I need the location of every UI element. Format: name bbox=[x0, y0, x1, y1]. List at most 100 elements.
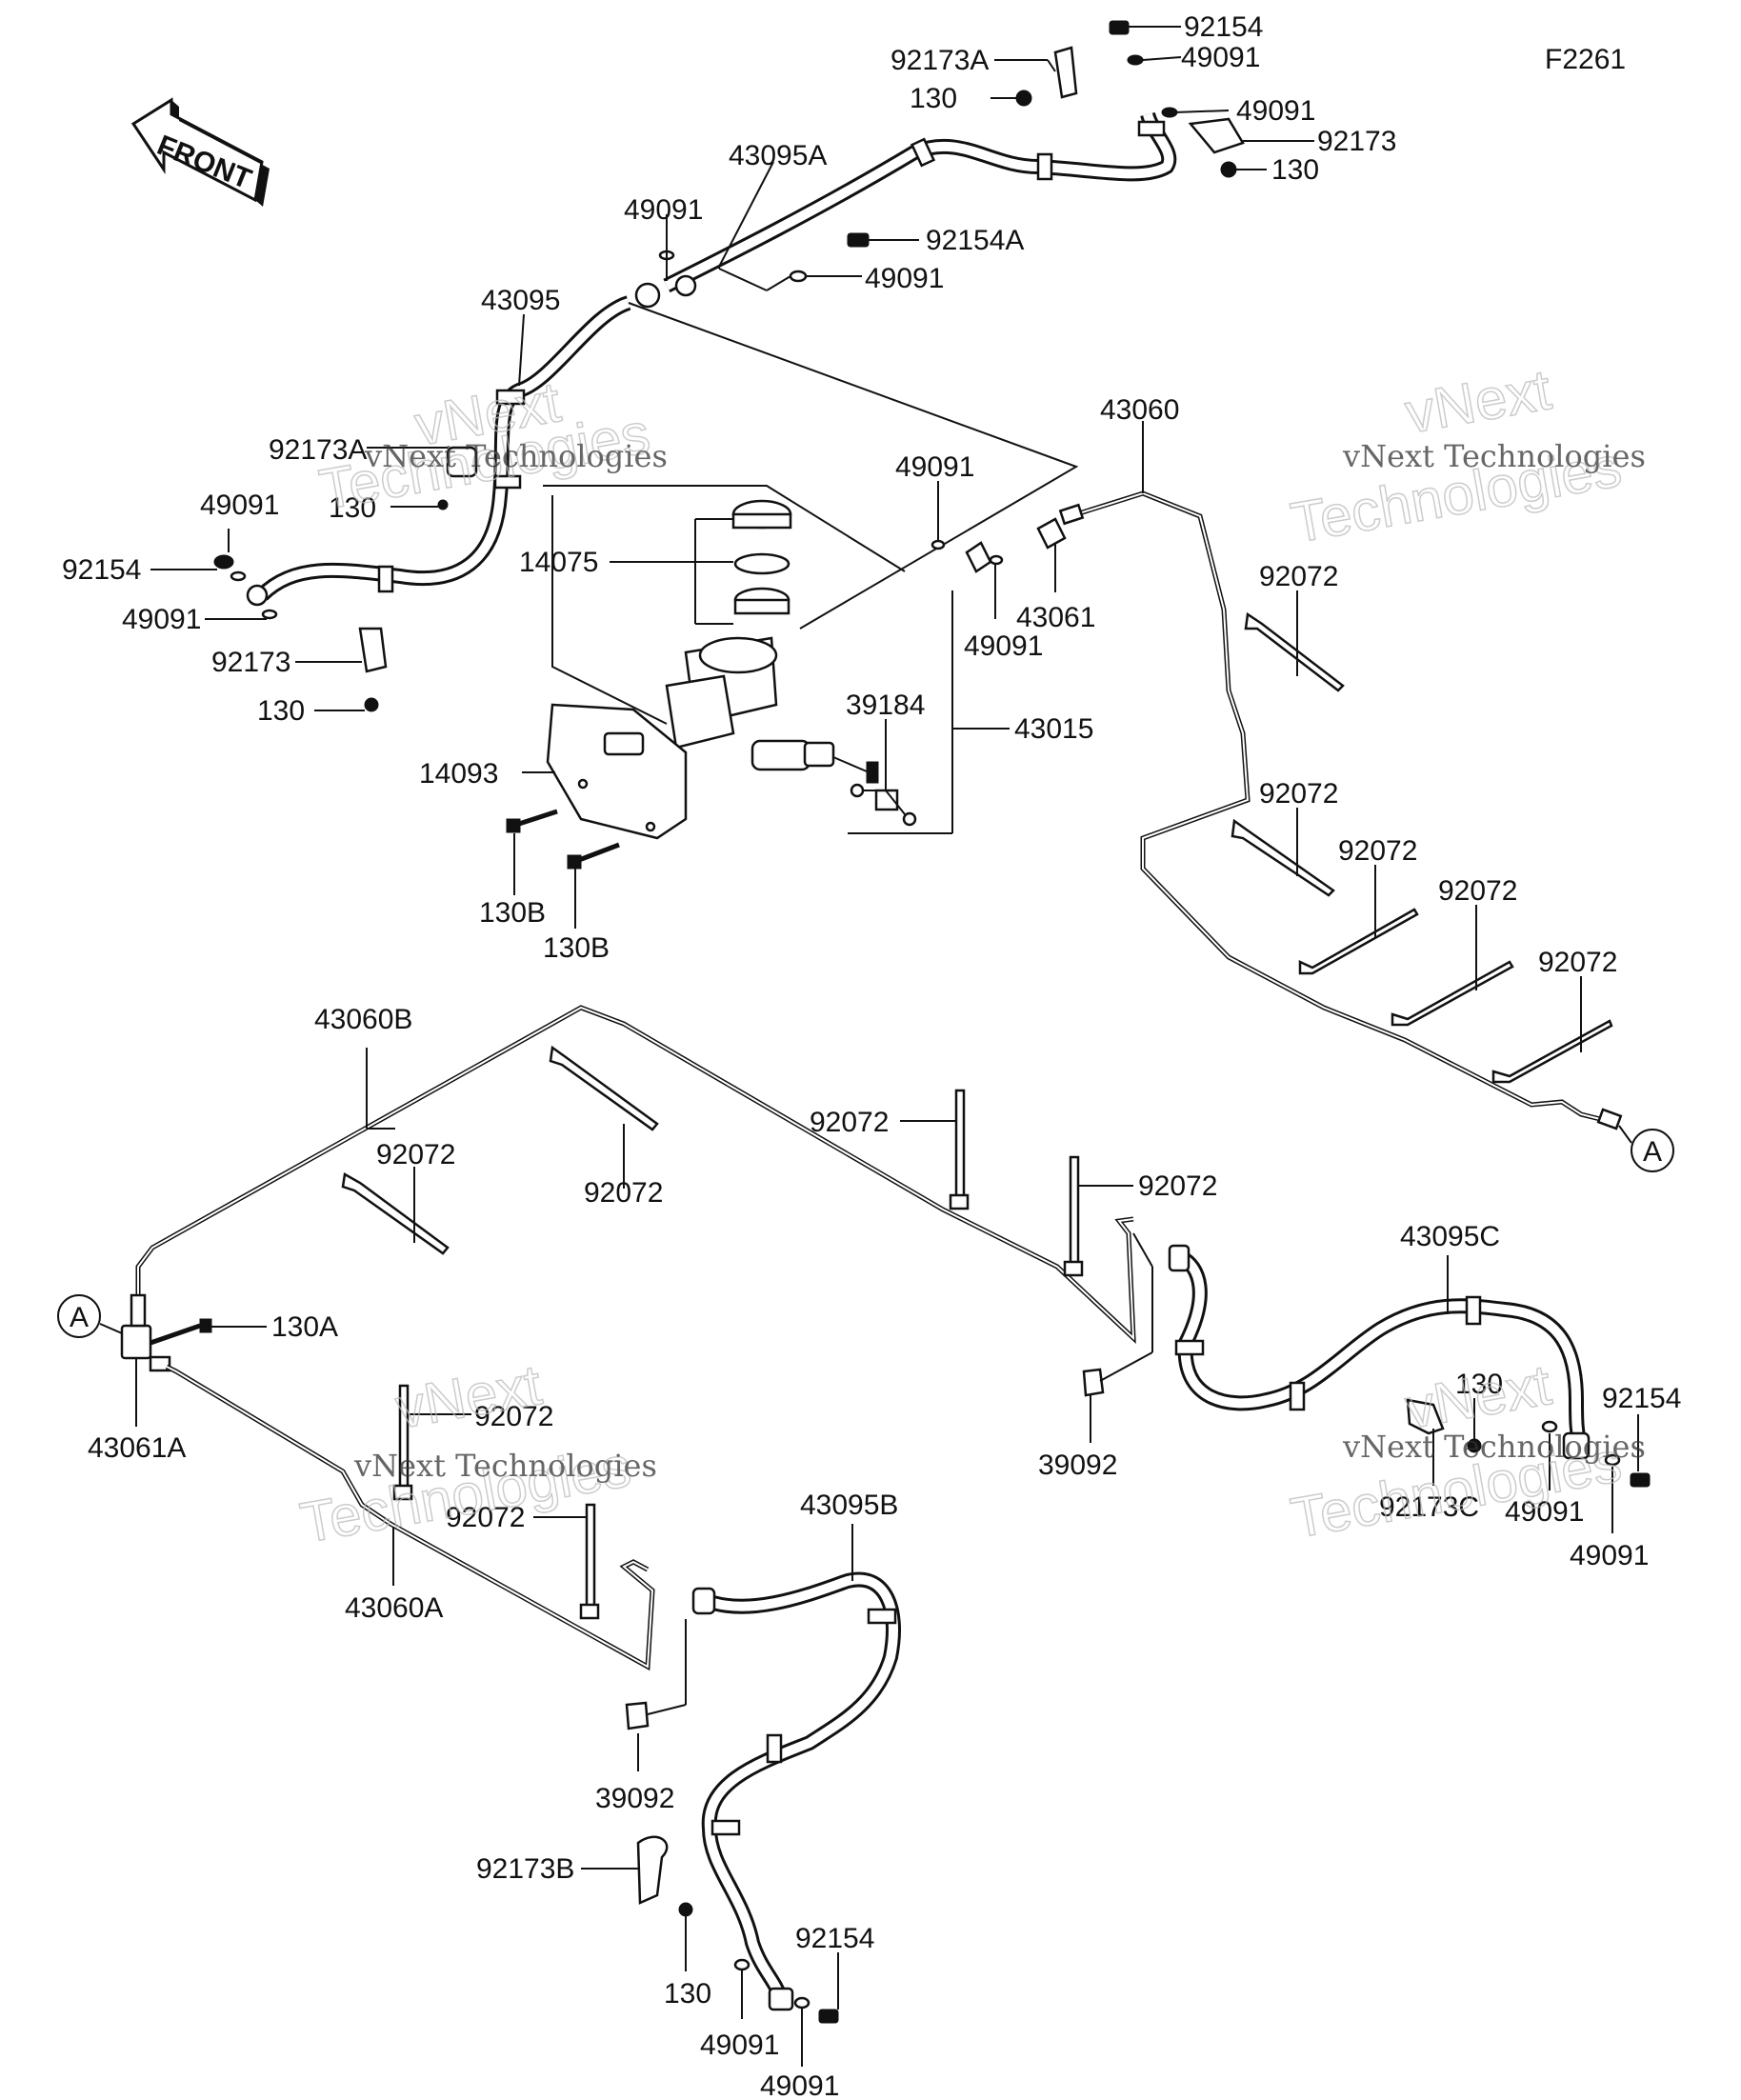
label-92072: 92072 bbox=[1438, 875, 1517, 907]
label-130: 130 bbox=[1271, 154, 1319, 186]
clip-39092 bbox=[1082, 1368, 1105, 1397]
bolt-icon bbox=[213, 554, 234, 570]
bolt-130B bbox=[506, 809, 620, 870]
label-49091: 49091 bbox=[122, 604, 201, 635]
label-92173A: 92173A bbox=[269, 434, 367, 466]
label-49091: 49091 bbox=[700, 2030, 779, 2061]
label-14093: 14093 bbox=[419, 758, 498, 790]
label-39184: 39184 bbox=[846, 690, 925, 721]
label-92072: 92072 bbox=[474, 1401, 553, 1432]
svg-text:vNext Technologies: vNext Technologies bbox=[364, 438, 668, 474]
hose-43095 bbox=[256, 295, 631, 601]
part-labels: 92154 92173A 49091 130 49091 92173 130 4… bbox=[62, 11, 1681, 2100]
front-arrow-icon: FRONT bbox=[130, 97, 270, 207]
svg-text:vNext Technologies: vNext Technologies bbox=[1342, 1429, 1646, 1465]
label-43060: 43060 bbox=[1100, 394, 1179, 426]
label-130B: 130B bbox=[479, 897, 546, 929]
washer-icon bbox=[793, 1996, 810, 2010]
brake-pipe-43060 bbox=[1058, 490, 1623, 1130]
label-49091: 49091 bbox=[1570, 1540, 1649, 1571]
svg-text:A: A bbox=[1643, 1136, 1662, 1168]
washer-icon bbox=[230, 570, 247, 582]
clamp-icon bbox=[1053, 46, 1078, 99]
label-92173B: 92173B bbox=[476, 1853, 574, 1885]
label-49091: 49091 bbox=[1505, 1496, 1584, 1528]
label-92072: 92072 bbox=[1259, 778, 1338, 810]
label-92154: 92154 bbox=[795, 1923, 874, 1954]
banjo-fitting bbox=[674, 274, 697, 297]
label-43095A: 43095A bbox=[729, 140, 827, 171]
label-92072: 92072 bbox=[376, 1139, 455, 1170]
label-43095B: 43095B bbox=[800, 1490, 898, 1521]
label-43061A: 43061A bbox=[88, 1432, 186, 1464]
master-cylinder bbox=[543, 302, 1079, 827]
svg-text:vNext: vNext bbox=[1401, 357, 1556, 446]
svg-text:vNext Technologies: vNext Technologies bbox=[353, 1448, 657, 1484]
washer-icon bbox=[1541, 1420, 1558, 1433]
label-130: 130 bbox=[1455, 1369, 1503, 1400]
label-130B: 130B bbox=[543, 932, 610, 964]
washer-icon bbox=[1127, 54, 1144, 66]
label-43061: 43061 bbox=[1016, 602, 1095, 633]
leader-lines bbox=[135, 26, 1639, 2067]
clamp-92173C bbox=[1406, 1398, 1445, 1435]
clamp-92173B bbox=[636, 1835, 669, 1905]
label-49091: 49091 bbox=[895, 451, 974, 483]
label-14075: 14075 bbox=[519, 547, 598, 578]
washer-icon bbox=[733, 1958, 750, 1971]
label-92072: 92072 bbox=[810, 1107, 889, 1138]
bolt-icon bbox=[1220, 161, 1237, 178]
label-130: 130 bbox=[664, 1978, 711, 2010]
label-39092: 39092 bbox=[1038, 1450, 1117, 1481]
label-130A: 130A bbox=[271, 1311, 338, 1343]
label-49091: 49091 bbox=[865, 263, 944, 294]
label-92173A: 92173A bbox=[891, 45, 989, 76]
label-43060B: 43060B bbox=[314, 1004, 412, 1035]
brake-pipe-43060A bbox=[165, 1364, 655, 1671]
hose-43095A bbox=[663, 111, 1177, 293]
label-49091: 49091 bbox=[964, 630, 1043, 662]
label-49091: 49091 bbox=[624, 194, 703, 226]
cable-tie-92072 bbox=[1231, 611, 1613, 1084]
clamp-icon bbox=[1188, 117, 1245, 154]
label-92072: 92072 bbox=[1538, 947, 1617, 978]
label-49091: 49091 bbox=[760, 2070, 839, 2100]
label-92154: 92154 bbox=[62, 554, 141, 586]
label-92173: 92173 bbox=[211, 647, 290, 678]
washer-icon bbox=[1604, 1453, 1621, 1467]
label-130: 130 bbox=[329, 492, 376, 524]
bolt-icon bbox=[437, 499, 449, 510]
washer-icon bbox=[261, 609, 278, 620]
callout-a-left: A bbox=[57, 1294, 123, 1338]
label-92154: 92154 bbox=[1602, 1383, 1681, 1414]
label-43095: 43095 bbox=[481, 285, 560, 316]
label-92072: 92072 bbox=[1338, 835, 1417, 867]
bolt-icon bbox=[678, 1902, 693, 1917]
callout-a-right: A bbox=[1618, 1125, 1674, 1172]
clamp-icon bbox=[358, 627, 388, 673]
bolt-icon bbox=[1630, 1472, 1651, 1488]
bolt-icon bbox=[818, 2009, 839, 2024]
svg-text:A: A bbox=[70, 1302, 89, 1333]
label-92072: 92072 bbox=[584, 1177, 663, 1209]
label-92154A: 92154A bbox=[926, 225, 1024, 256]
svg-text:vNext Technologies: vNext Technologies bbox=[1342, 438, 1646, 474]
label-43060A: 43060A bbox=[345, 1592, 443, 1624]
label-130: 130 bbox=[257, 695, 305, 727]
hose-43095C bbox=[1168, 1244, 1591, 1460]
bolt-icon bbox=[847, 232, 870, 248]
label-130: 130 bbox=[910, 83, 957, 114]
label-43095C: 43095C bbox=[1400, 1221, 1500, 1252]
svg-text:vNext: vNext bbox=[1401, 1352, 1556, 1441]
diagram-code: F2261 bbox=[1545, 44, 1626, 75]
label-92072: 92072 bbox=[1138, 1170, 1217, 1202]
label-92072: 92072 bbox=[1259, 561, 1338, 592]
bracket-14093 bbox=[546, 703, 688, 840]
label-92173: 92173 bbox=[1317, 126, 1396, 157]
label-49091: 49091 bbox=[200, 490, 279, 521]
cable-tie-92072 bbox=[341, 1045, 1084, 1620]
washer-icon bbox=[789, 270, 808, 283]
brake-pipe-43060B bbox=[135, 1005, 1136, 1345]
label-92173C: 92173C bbox=[1379, 1491, 1479, 1523]
